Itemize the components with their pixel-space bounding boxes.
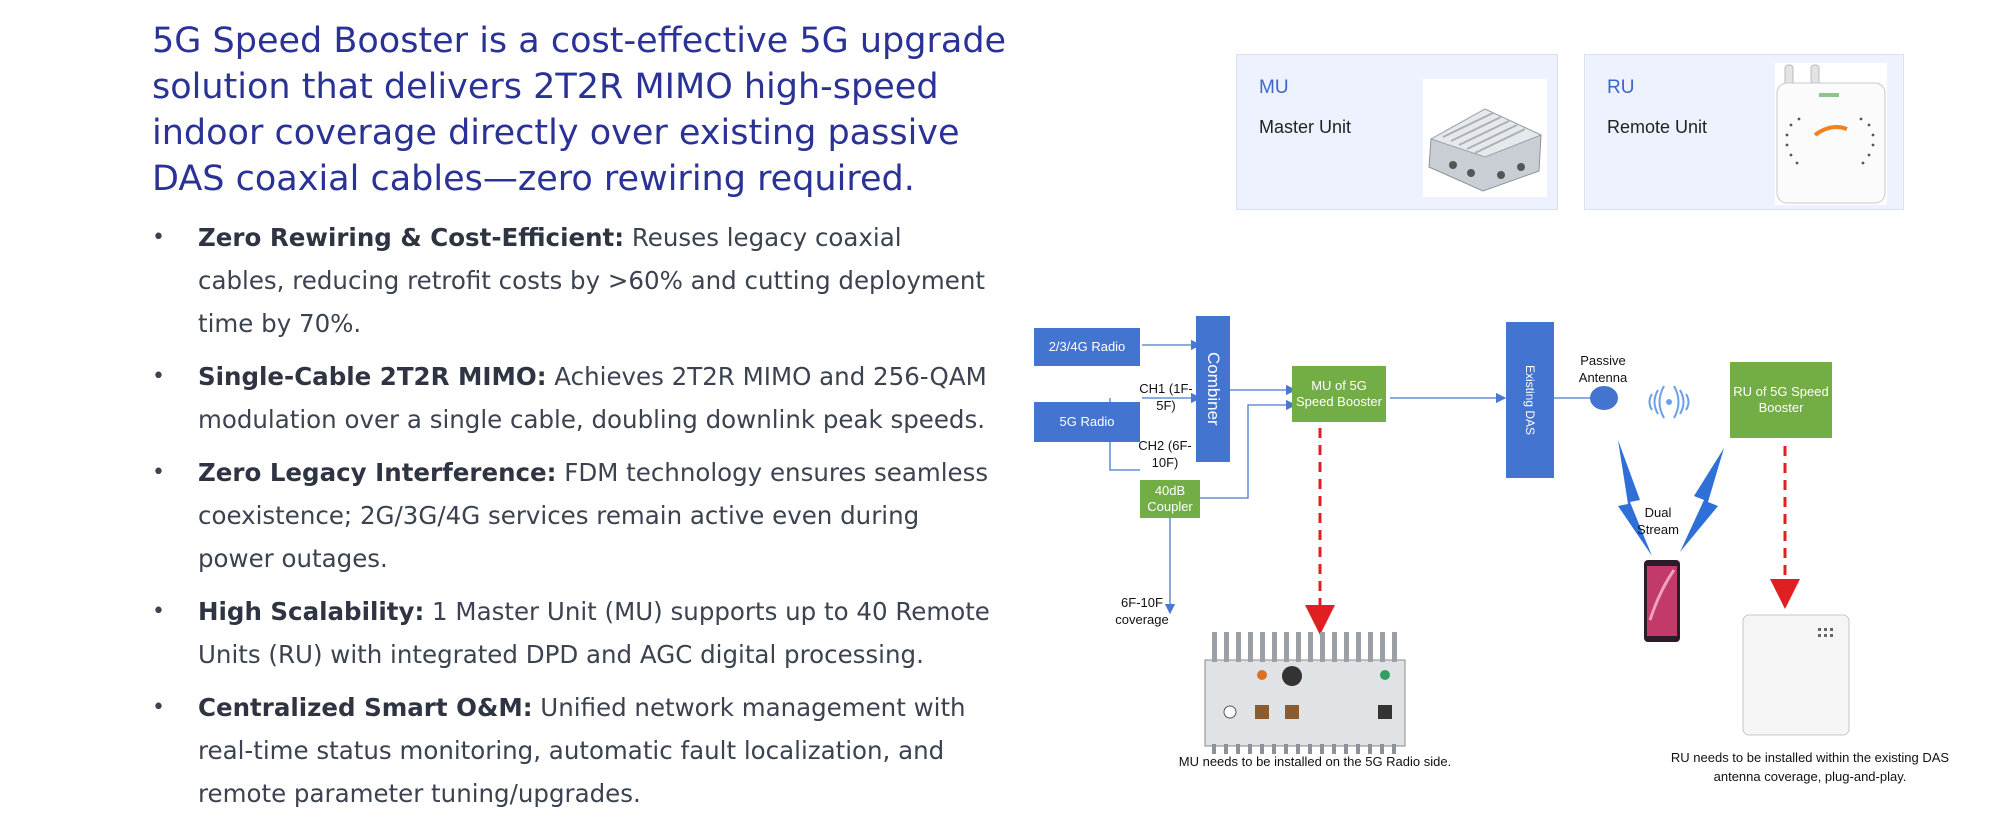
dual-stream-label: Dual Stream <box>1637 505 1679 537</box>
feature-title: Zero Rewiring & Cost-Efficient: <box>198 223 625 252</box>
feature-text: Reuses legacy coaxial cables, reducing r… <box>198 223 985 338</box>
wireless-signal-icon <box>1648 385 1690 419</box>
bullet-icon: • <box>152 460 165 485</box>
ru-device-illustration <box>1742 614 1850 736</box>
ru-card-name: Remote Unit <box>1607 117 1708 137</box>
combiner-label: Combiner <box>1204 352 1223 426</box>
feature-title: Zero Legacy Interference: <box>198 458 557 487</box>
feature-item: • High Scalability: 1 Master Unit (MU) su… <box>152 590 992 676</box>
mu-caption: MU needs to be installed on the 5G Radio… <box>1178 754 1452 769</box>
headline: 5G Speed Booster is a cost-effective 5G … <box>152 21 1007 199</box>
feature-title: Centralized Smart O&M: <box>198 693 533 722</box>
mu-card-name: Master Unit <box>1259 117 1352 137</box>
feature-text: FDM technology ensures seamless coexiste… <box>198 458 989 573</box>
combiner-box: Combiner <box>1196 316 1230 462</box>
bullet-icon: • <box>152 599 165 624</box>
feature-item: • Zero Rewiring & Cost-Efficient: Reuses … <box>152 216 992 345</box>
feature-text: 1 Master Unit (MU) supports up to 40 Rem… <box>198 597 990 669</box>
feature-item: • Centralized Smart O&M: Unified network … <box>152 686 992 815</box>
ru-booster-box: RU of 5G Speed Booster <box>1730 362 1832 438</box>
mu-card-abbr: MU <box>1259 77 1289 98</box>
passive-antenna-icon <box>1590 386 1618 410</box>
coverage-label: 6F-10F coverage <box>1115 595 1169 627</box>
mu-device-image <box>1423 79 1547 197</box>
lightning-bolt-left-icon <box>1618 440 1652 556</box>
feature-title: Single-Cable 2T2R MIMO: <box>198 362 547 391</box>
ru-caption: RU needs to be installed within the exis… <box>1670 750 1950 784</box>
feature-item: • Zero Legacy Interference: FDM technolog… <box>152 451 992 580</box>
ru-device-image <box>1775 63 1887 205</box>
ru-card-abbr: RU <box>1607 77 1635 98</box>
feature-item: • Single-Cable 2T2R MIMO: Achieves 2T2R M… <box>152 355 992 441</box>
mu-device-illustration <box>1204 632 1406 754</box>
feature-text: Achieves 2T2R MIMO and 256-QAM modulatio… <box>198 362 987 434</box>
passive-antenna-label: Passive Antenna <box>1578 353 1628 385</box>
ru-card: RU Remote Unit <box>1584 54 1904 210</box>
radio-234g-box: 2/3/4G Radio <box>1034 328 1140 366</box>
feature-title: High Scalability: <box>198 597 425 626</box>
existing-das-box: Existing DAS <box>1506 322 1554 478</box>
feature-list: • Zero Rewiring & Cost-Efficient: Reuses … <box>152 216 992 825</box>
mu-booster-box: MU of 5G Speed Booster <box>1292 366 1386 422</box>
smartphone-icon <box>1644 560 1680 642</box>
existing-das-label: Existing DAS <box>1523 364 1537 436</box>
ch1-label: CH1 (1F-5F) <box>1139 381 1193 413</box>
radio-5g-box: 5G Radio <box>1034 402 1140 442</box>
ch2-label: CH2 (6F-10F) <box>1138 438 1192 470</box>
bullet-icon: • <box>152 225 165 250</box>
coupler-box: 40dB Coupler <box>1140 480 1200 518</box>
mu-card: MU Master Unit <box>1236 54 1558 210</box>
lightning-bolt-right-icon <box>1680 448 1724 552</box>
feature-text: Unified network management with real-tim… <box>198 693 966 808</box>
bullet-icon: • <box>152 364 165 389</box>
bullet-icon: • <box>152 695 165 720</box>
link-coupler-mu <box>1200 399 1297 499</box>
